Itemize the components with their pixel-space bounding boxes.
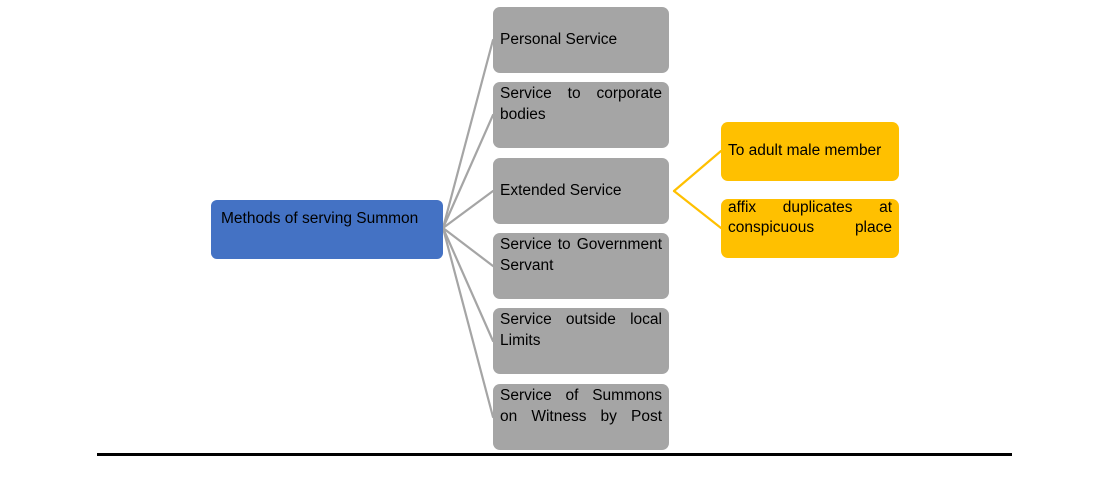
root-node-methods-of-serving-summon[interactable]: Methods of serving Summon	[211, 200, 443, 259]
connector-root-to-summons-by-post	[441, 226, 495, 419]
leaf-node-affix-duplicates-at-conspicuous-place[interactable]: affix duplicates at conspicuous place	[721, 199, 899, 258]
connector-root-to-extended-service	[441, 189, 495, 230]
branch-node-personal-service[interactable]: Personal Service	[493, 7, 669, 73]
connector-root-to-personal-service	[441, 38, 495, 230]
branch-node-label: Service to Government Servant	[500, 236, 662, 274]
branch-node-service-to-government-servant[interactable]: Service to Government Servant	[493, 233, 669, 299]
branch-node-label: Service of Summons on Witness by Post	[500, 387, 662, 425]
leaf-node-label: affix duplicates at conspicuous place	[728, 198, 892, 237]
connector-root-to-corporate-bodies	[441, 113, 495, 230]
root-node-label: Methods of serving Summon	[221, 210, 419, 228]
leaf-node-to-adult-male-member[interactable]: To adult male member	[721, 122, 899, 181]
branch-connectors	[441, 38, 495, 419]
leaf-connectors	[672, 149, 723, 230]
branch-node-service-outside-local-limits[interactable]: Service outside local Limits	[493, 308, 669, 374]
branch-node-extended-service[interactable]: Extended Service	[493, 158, 669, 224]
connector-root-to-outside-local-limits	[441, 226, 495, 343]
branch-node-label: Service to corporate bodies	[500, 85, 662, 123]
footer-horizontal-rule	[97, 453, 1012, 456]
branch-node-service-of-summons-on-witness-by-post[interactable]: Service of Summons on Witness by Post	[493, 384, 669, 450]
connector-extended-to-affix-duplicates	[672, 189, 723, 230]
branch-node-label: Extended Service	[500, 181, 622, 199]
branch-node-label: Service outside local Limits	[500, 311, 662, 349]
branch-node-label: Personal Service	[500, 30, 618, 48]
connector-extended-to-adult-male-member	[672, 149, 723, 193]
connector-root-to-government-servant	[441, 226, 495, 268]
leaf-node-label: To adult male member	[728, 142, 882, 160]
branch-node-service-to-corporate-bodies[interactable]: Service to corporate bodies	[493, 82, 669, 148]
